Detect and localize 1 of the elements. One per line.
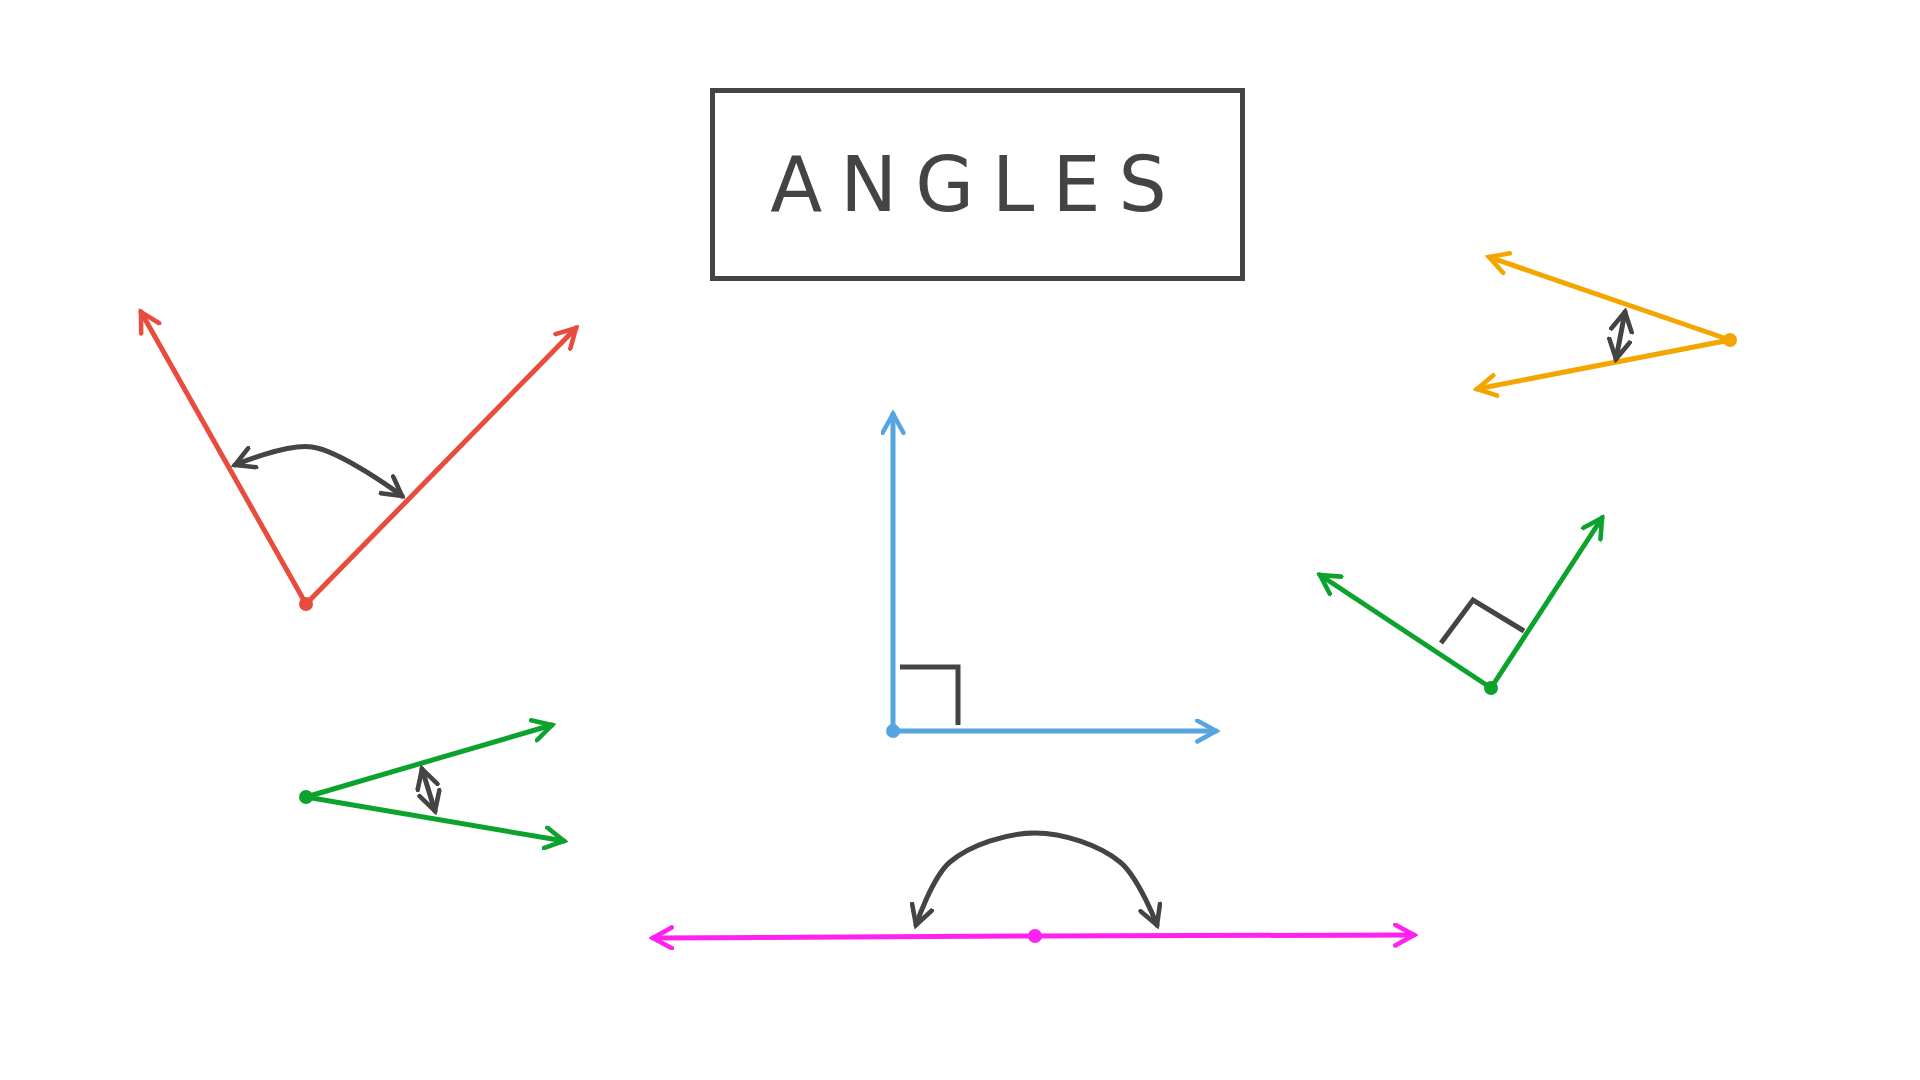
title: ANGLES <box>770 140 1185 229</box>
